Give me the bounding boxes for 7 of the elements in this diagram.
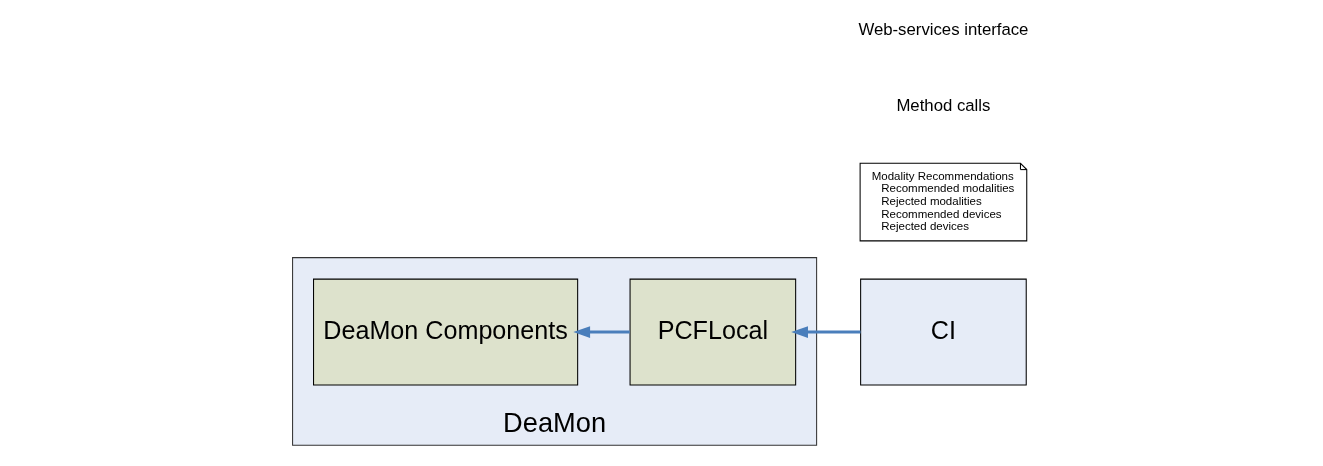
node-box: CI [860,278,1027,386]
node-box: DeaMon Components [313,278,579,386]
arrow [791,326,861,338]
label: Web-services interface [858,20,1029,40]
label: Method calls [896,95,991,115]
arrow [573,326,630,338]
node-box: PCFLocal [629,278,797,386]
